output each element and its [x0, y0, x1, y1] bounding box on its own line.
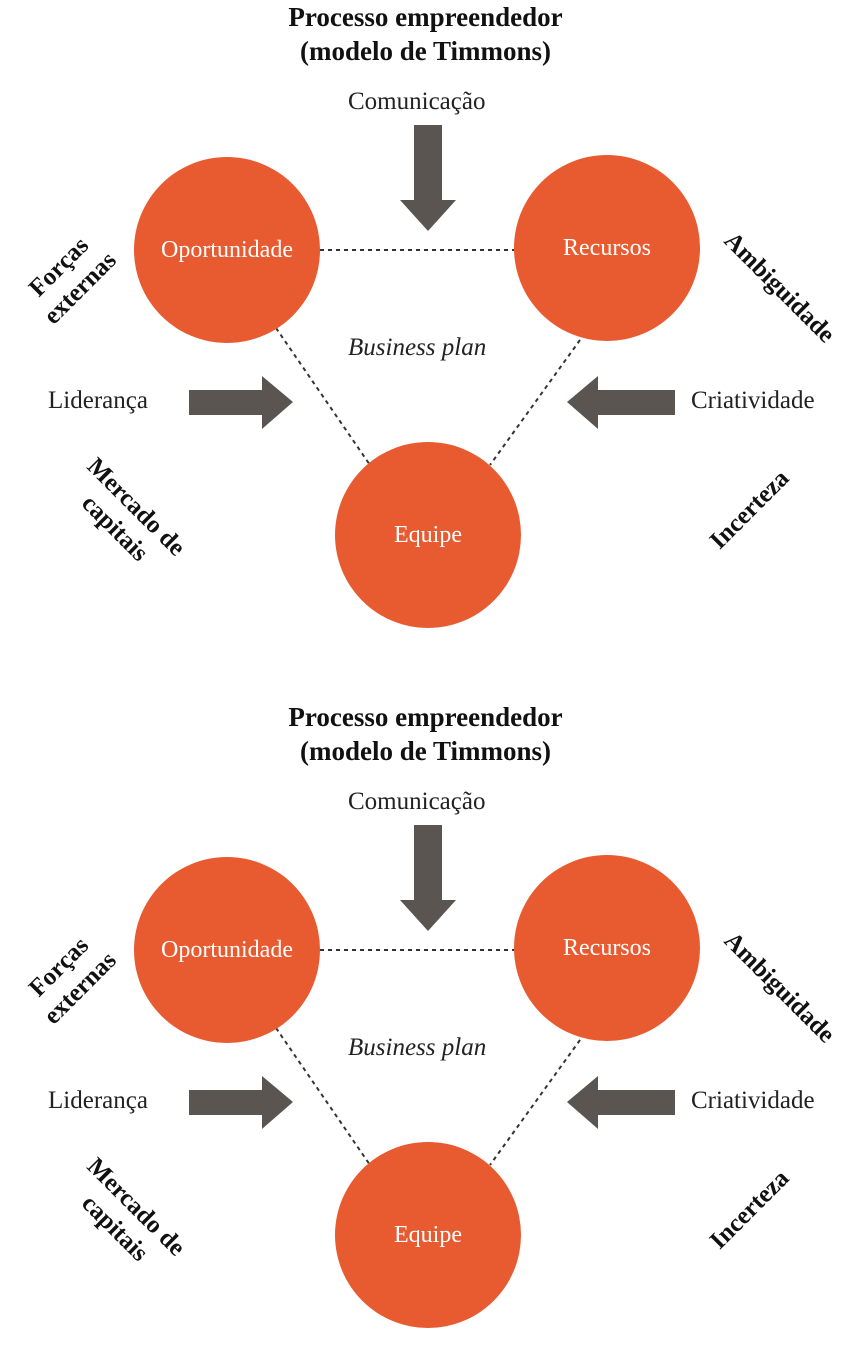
arrow-left — [567, 376, 675, 429]
business-plan-label: Business plan — [348, 1034, 487, 1061]
title-line-2: (modelo de Timmons) — [299, 36, 551, 66]
dotted-line-opportunity-team — [275, 1027, 371, 1166]
resources-label: Recursos — [563, 234, 651, 261]
resources-label: Recursos — [563, 934, 651, 961]
opportunity-circle: Oportunidade — [134, 157, 320, 343]
title-line-1: Processo empreendedor — [288, 702, 563, 732]
resources-circle: Recursos — [514, 855, 700, 1041]
dotted-line-resources-team — [489, 339, 581, 466]
team-circle: Equipe — [335, 1142, 521, 1328]
opportunity-label: Oportunidade — [161, 936, 293, 963]
communication-label: Comunicação — [348, 88, 486, 115]
opportunity-label: Oportunidade — [161, 236, 293, 263]
leadership-label: Liderança — [48, 387, 148, 414]
team-label: Equipe — [394, 1221, 462, 1248]
resources-circle: Recursos — [514, 155, 700, 341]
dotted-line-opportunity-team — [275, 327, 371, 466]
business-plan-label: Business plan — [348, 334, 487, 361]
timmons-diagram-1: Processo empreendedor (modelo de Timmons… — [0, 0, 851, 664]
communication-label: Comunicação — [348, 788, 486, 815]
timmons-diagram-2: Processo empreendedor (modelo de Timmons… — [0, 700, 851, 1364]
leadership-label: Liderança — [48, 1087, 148, 1114]
arrow-left — [567, 1076, 675, 1129]
dotted-line-resources-team — [489, 1039, 581, 1166]
title-line-1: Processo empreendedor — [288, 2, 563, 32]
arrow-right — [189, 1076, 293, 1129]
connector-lines — [189, 825, 675, 1166]
title-line-2: (modelo de Timmons) — [299, 736, 551, 766]
creativity-label: Criatividade — [691, 387, 815, 414]
team-label: Equipe — [394, 521, 462, 548]
creativity-label: Criatividade — [691, 1087, 815, 1114]
arrow-down — [400, 825, 456, 931]
arrow-right — [189, 376, 293, 429]
opportunity-circle: Oportunidade — [134, 857, 320, 1043]
team-circle: Equipe — [335, 442, 521, 628]
connector-lines — [189, 125, 675, 466]
arrow-down — [400, 125, 456, 231]
